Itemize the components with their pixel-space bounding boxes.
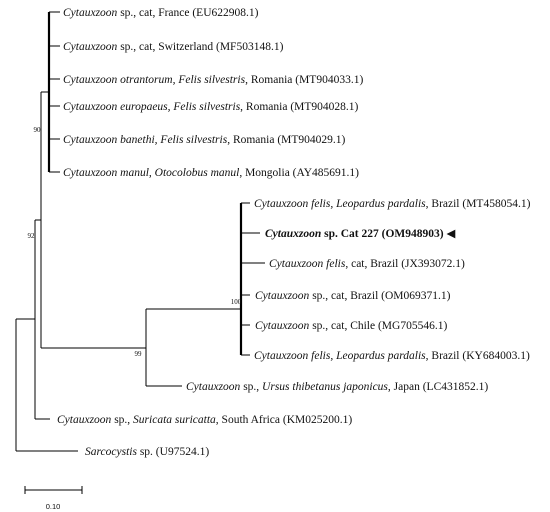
taxon-label-mt904029: Cytauxzoon banethi, Felis silvestris, Ro… bbox=[63, 134, 346, 146]
support-value-cytauxzoon-clade: 92 bbox=[28, 232, 36, 240]
tree-branches bbox=[15, 11, 265, 452]
taxon-label-mt458054: Cytauxzoon felis, Leopardus pardalis, Br… bbox=[254, 198, 531, 210]
taxon-label-mg705546: Cytauxzoon sp., cat, Chile (MG705546.1) bbox=[255, 320, 447, 332]
taxon-labels: Cytauxzoon sp., cat, France (EU622908.1)… bbox=[57, 7, 531, 458]
scale-bar: 0.10 bbox=[24, 486, 83, 511]
taxon-label-mt904033: Cytauxzoon otrantorum, Felis silvestris,… bbox=[63, 74, 363, 86]
taxon-label-jx393072: Cytauxzoon felis, cat, Brazil (JX393072.… bbox=[269, 258, 465, 270]
taxon-label-mt904028: Cytauxzoon europaeus, Felis silvestris, … bbox=[63, 101, 359, 113]
taxon-label-om069371: Cytauxzoon sp., cat, Brazil (OM069371.1) bbox=[255, 290, 451, 302]
scale-bar-label: 0.10 bbox=[46, 502, 61, 511]
taxon-label-km025200: Cytauxzoon sp., Suricata suricatta, Sout… bbox=[57, 414, 352, 426]
support-value-american-clade: 100 bbox=[231, 298, 242, 306]
taxon-label-ky684003: Cytauxzoon felis, Leopardus pardalis, Br… bbox=[254, 350, 530, 362]
taxon-label-eu622908: Cytauxzoon sp., cat, France (EU622908.1) bbox=[63, 7, 259, 19]
taxon-label-lc431852: Cytauxzoon sp., Ursus thibetanus japonic… bbox=[186, 381, 488, 393]
support-value-european-clade: 90 bbox=[34, 126, 42, 134]
support-value-felis-ursus-clade: 99 bbox=[135, 350, 143, 358]
highlight-marker-icon: ◀ bbox=[444, 228, 456, 240]
taxon-label-mf503148: Cytauxzoon sp., cat, Switzerland (MF5031… bbox=[63, 41, 284, 53]
taxon-label-ay485691: Cytauxzoon manul, Otocolobus manul, Mong… bbox=[63, 167, 359, 179]
taxon-label-u97524: Sarcocystis sp. (U97524.1) bbox=[85, 446, 209, 458]
taxon-label-om948903: Cytauxzoon sp. Cat 227 (OM948903) ◀ bbox=[265, 228, 455, 240]
